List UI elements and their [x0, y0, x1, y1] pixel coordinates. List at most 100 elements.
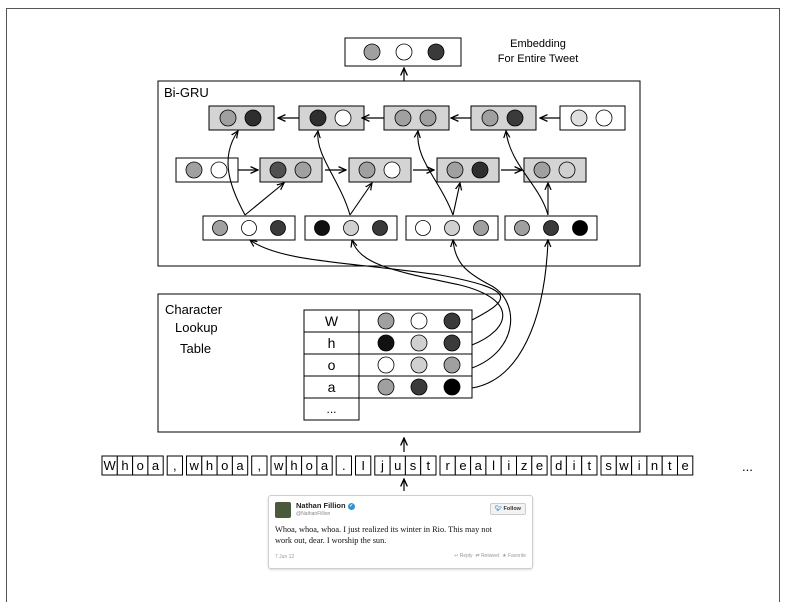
lookup-embedding-circle-1 [411, 379, 427, 395]
svg-text:e: e [536, 458, 543, 473]
sequence-char: a [471, 456, 486, 475]
backward-hidden-state [299, 106, 364, 130]
lookup-embedding-circle-0 [378, 357, 394, 373]
backward-state-circle-0 [310, 110, 326, 126]
lookup-embedding-circle-2 [444, 379, 460, 395]
input-embedding-circle-2 [474, 221, 489, 236]
backward-state-circle-1 [596, 110, 612, 126]
sequence-char: , [252, 456, 267, 475]
embedding-label-line1: Embedding [510, 38, 566, 50]
lookup-char: h [328, 335, 336, 351]
forward-hidden-state [437, 158, 499, 182]
embedding-circle-1 [396, 44, 412, 60]
sequence-char: i [632, 456, 647, 475]
input-embedding-circle-1 [544, 221, 559, 236]
svg-text:,: , [258, 458, 262, 473]
input-embedding-circle-0 [315, 221, 330, 236]
sequence-char: W [102, 456, 117, 475]
sequence-char: h [202, 456, 217, 475]
svg-text:s: s [410, 458, 417, 473]
svg-text:o: o [306, 458, 313, 473]
lookup-row: W [304, 310, 472, 332]
svg-text:o: o [137, 458, 144, 473]
backward-hidden-state [384, 106, 449, 130]
svg-text:l: l [492, 458, 495, 473]
sequence-char: t [582, 456, 597, 475]
backward-hidden-state [560, 106, 625, 130]
sequence-char: t [421, 456, 436, 475]
backward-state-circle-0 [220, 110, 236, 126]
bigru-backward-row [209, 106, 625, 130]
lookup-ellipsis: ... [326, 402, 336, 416]
tweet-text-line1: Whoa, whoa, whoa. I just realized its wi… [275, 524, 530, 535]
sequence-char: r [440, 456, 455, 475]
svg-text:t: t [588, 458, 592, 473]
lookup-char: a [328, 379, 336, 395]
svg-text:a: a [236, 458, 244, 473]
svg-text:h: h [290, 458, 297, 473]
sequence-char: s [405, 456, 420, 475]
sequence-char: i [566, 456, 581, 475]
forward-hidden-state [524, 158, 586, 182]
sequence-char: a [317, 456, 332, 475]
sequence-char: a [148, 456, 163, 475]
forward-hidden-state [349, 158, 411, 182]
sequence-char: h [117, 456, 132, 475]
follow-button[interactable]: 🐦︎ Follow [490, 503, 526, 515]
input-embedding-circle-1 [445, 221, 460, 236]
sequence-char: o [217, 456, 232, 475]
svg-text:a: a [321, 458, 329, 473]
avatar [275, 502, 291, 518]
svg-text:.: . [342, 458, 346, 473]
retweet-link[interactable]: Retweet [481, 553, 499, 559]
forward-state-circle-0 [186, 162, 202, 178]
sequence-char: n [647, 456, 662, 475]
sequence-char: i [501, 456, 516, 475]
reply-link[interactable]: Reply [460, 553, 473, 559]
lookup-embedding-circle-0 [378, 379, 394, 395]
embedding-circle-0 [364, 44, 380, 60]
lookup-title-line2: Lookup [175, 320, 218, 335]
svg-text:a: a [152, 458, 160, 473]
embedding-label-line2: For Entire Tweet [498, 53, 579, 65]
sequence-ellipsis: ... [742, 459, 753, 474]
svg-text:e: e [459, 458, 466, 473]
sequence-char: o [302, 456, 317, 475]
lookup-char: W [325, 313, 339, 329]
tweet-date[interactable]: 7 Jun 12 [275, 554, 294, 560]
retweet-icon: ⇄ [475, 553, 479, 559]
sequence-char: e [678, 456, 693, 475]
tweet-handle[interactable]: @NathanFillion [296, 511, 330, 517]
bigru-forward-row [176, 158, 586, 182]
sequence-char: e [532, 456, 547, 475]
svg-text:w: w [618, 458, 629, 473]
sequence-char: u [390, 456, 405, 475]
svg-text:w: w [188, 458, 199, 473]
tweet-card: Nathan Fillion ✓ @NathanFillion 🐦︎ Follo… [268, 495, 533, 569]
sequence-char: w [616, 456, 631, 475]
embedding-vector [345, 38, 461, 66]
input-embedding-circle-2 [573, 221, 588, 236]
lookup-embedding-circle-0 [378, 335, 394, 351]
backward-hidden-state [471, 106, 536, 130]
lookup-embedding-circle-0 [378, 313, 394, 329]
char-embedding-input [203, 216, 295, 240]
svg-text:,: , [173, 458, 177, 473]
sequence-char: h [286, 456, 301, 475]
svg-text:t: t [668, 458, 672, 473]
bigru-input-row [203, 216, 597, 240]
svg-text:W: W [104, 458, 117, 473]
forward-state-circle-0 [534, 162, 550, 178]
favorite-link[interactable]: Favorite [508, 553, 526, 559]
bigru-title: Bi-GRU [164, 85, 209, 100]
svg-text:h: h [206, 458, 213, 473]
tweet-author-name[interactable]: Nathan Fillion [296, 501, 346, 510]
reply-icon: ↩ [454, 553, 458, 559]
svg-text:I: I [361, 458, 365, 473]
lookup-embedding-circle-1 [411, 357, 427, 373]
follow-label: Follow [504, 506, 521, 512]
input-embedding-circle-1 [242, 221, 257, 236]
input-embedding-circle-2 [271, 221, 286, 236]
svg-text:w: w [273, 458, 284, 473]
svg-text:z: z [521, 458, 528, 473]
